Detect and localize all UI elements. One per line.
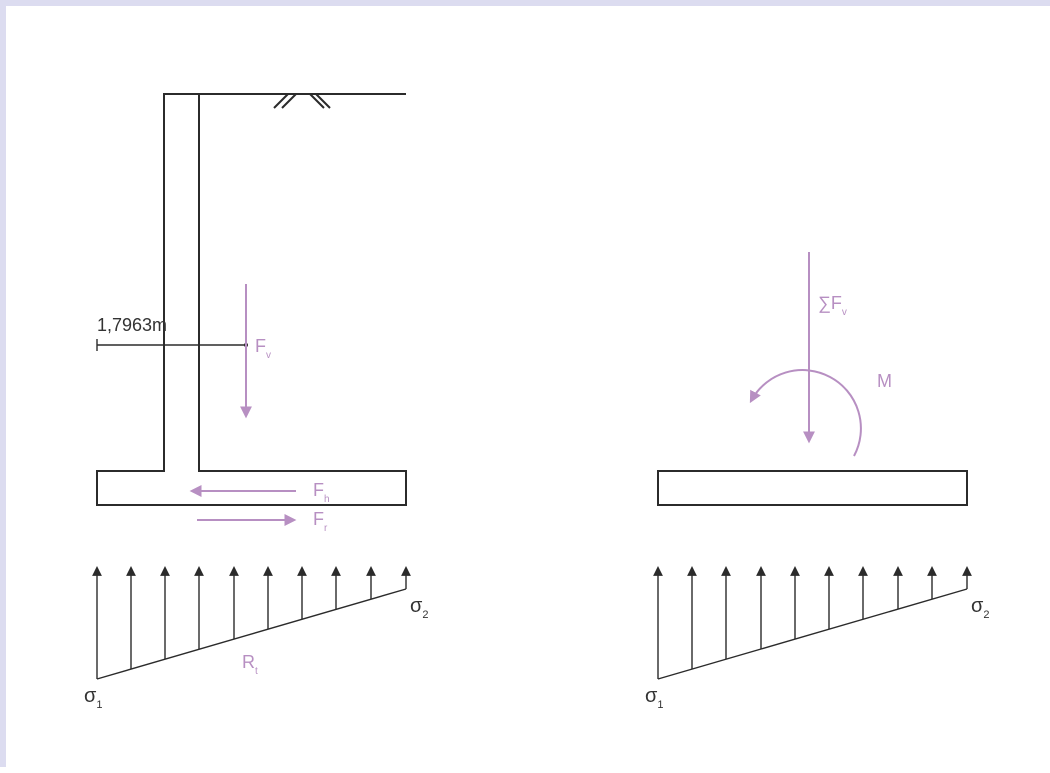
left-sigma2-label: σ2 (410, 595, 428, 621)
footing-slab (657, 470, 968, 506)
moment-arc: M (749, 369, 892, 457)
fr-label: Fr (313, 509, 328, 534)
ground-hatch (273, 93, 331, 109)
fr-force: Fr (197, 509, 328, 534)
rt-label: Rt (242, 652, 258, 677)
left-pressure-diagram: Rt σ1 σ2 (84, 566, 428, 711)
fv-label: Fv (255, 336, 271, 361)
moment-label: M (877, 371, 892, 391)
sum-fv-label: ∑Fv (818, 293, 847, 318)
wall-outline (96, 93, 407, 506)
right-sigma1-label: σ1 (645, 685, 663, 711)
right-sigma2-label: σ2 (971, 595, 989, 621)
fh-label: Fh (313, 480, 330, 505)
sum-fv-force: ∑Fv (803, 252, 847, 444)
retaining-wall (96, 93, 407, 506)
fv-force: Fv (240, 284, 271, 419)
diagram-canvas: 1,7963m Fv Fh Fr (84, 93, 989, 711)
fh-force: Fh (189, 480, 330, 505)
distance-label: 1,7963m (97, 315, 167, 335)
right-pressure-arrows (653, 566, 972, 679)
right-pressure-diagram: σ1 σ2 (645, 566, 989, 711)
left-pressure-arrows (92, 566, 411, 679)
distance-dimension: 1,7963m (96, 315, 248, 351)
left-sigma1-label: σ1 (84, 685, 102, 711)
